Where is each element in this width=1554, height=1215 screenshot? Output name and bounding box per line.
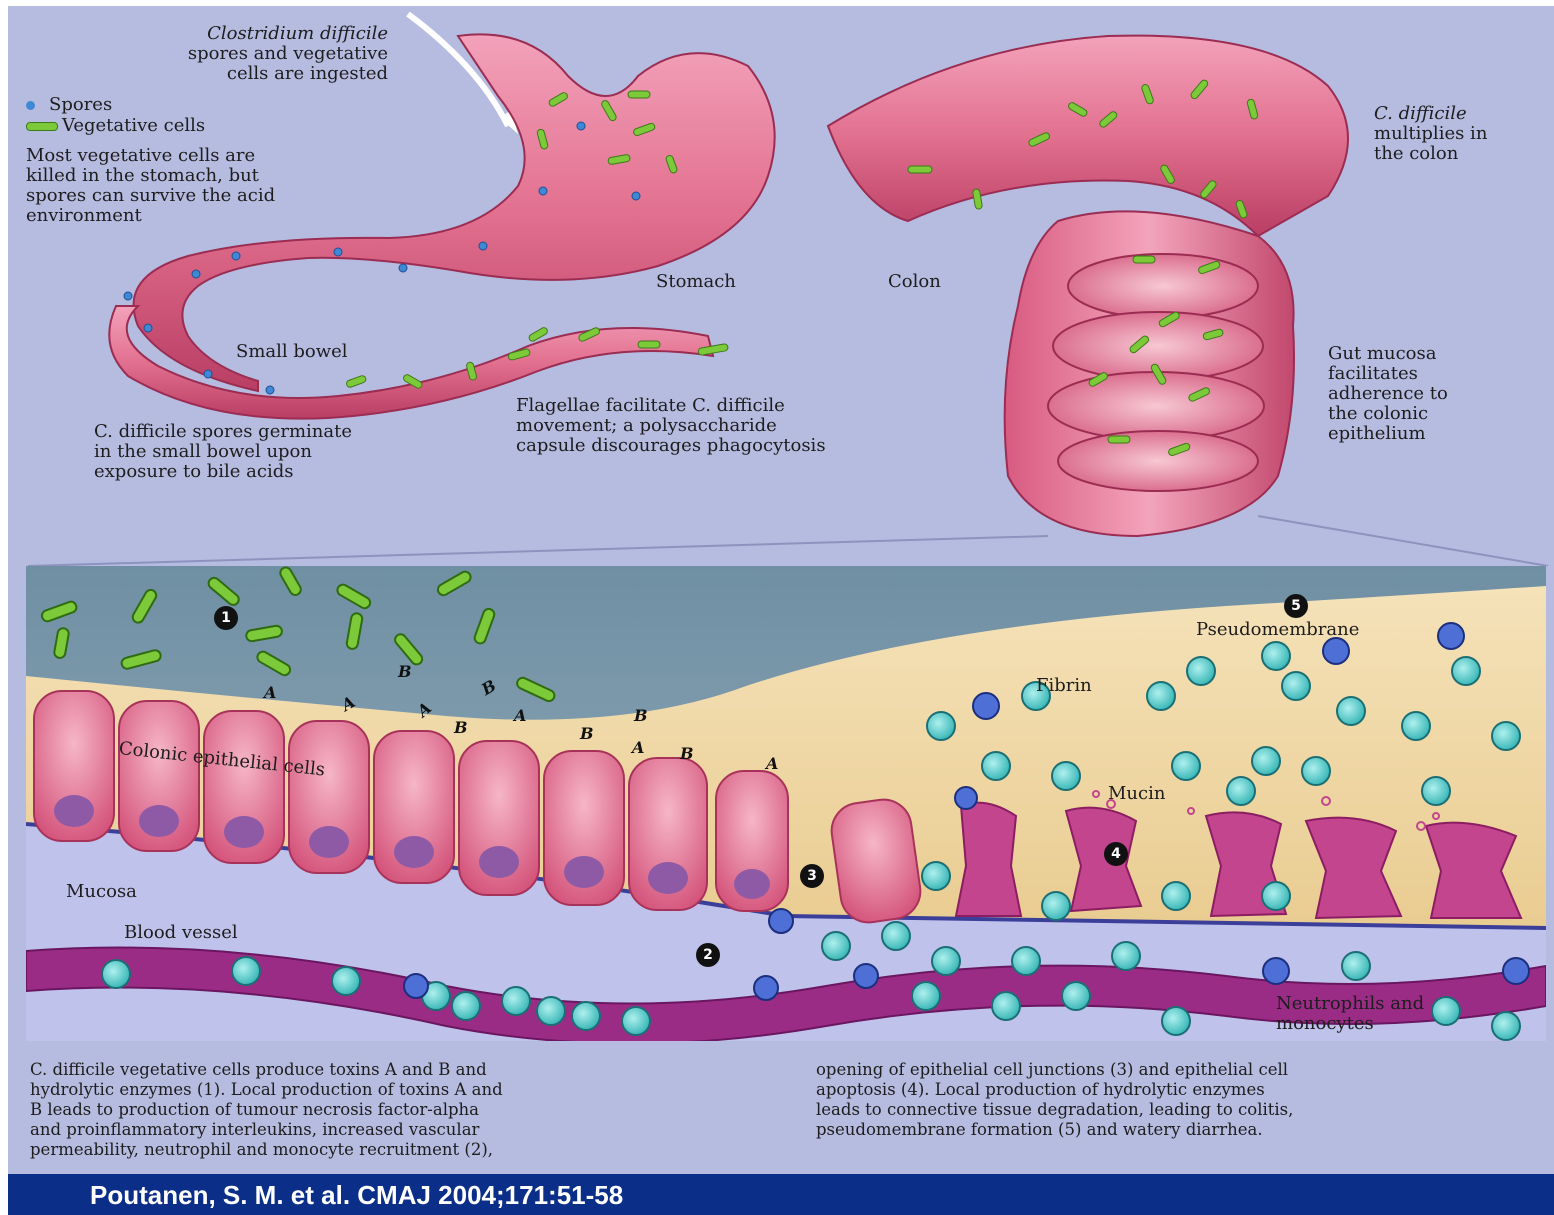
figure-frame: Clostridium difficile spores and vegetat… bbox=[8, 6, 1554, 1215]
mucosa-label: Mucosa bbox=[66, 882, 137, 902]
step-5-marker: 5 bbox=[1284, 594, 1308, 618]
fibrin-label: Fibrin bbox=[1036, 676, 1092, 696]
toxin-label: A bbox=[766, 754, 778, 773]
step-2-marker: 2 bbox=[696, 943, 720, 967]
step-4-marker: 4 bbox=[1104, 842, 1128, 866]
toxin-label: A bbox=[514, 706, 526, 725]
mucosa-note: Gut mucosa facilitates adherence to the … bbox=[1328, 344, 1528, 444]
step-3-marker: 3 bbox=[800, 864, 824, 888]
toxin-label: B bbox=[680, 744, 694, 763]
gi-tract-illustration bbox=[8, 6, 1554, 566]
small-bowel-label: Small bowel bbox=[236, 342, 348, 362]
caption-right: opening of epithelial cell junctions (3)… bbox=[816, 1060, 1546, 1140]
blood-vessel-label: Blood vessel bbox=[124, 923, 238, 943]
citation-text: Poutanen, S. M. et al. CMAJ 2004;171:51-… bbox=[90, 1180, 623, 1211]
toxin-label: A bbox=[632, 738, 644, 757]
toxin-label: A bbox=[264, 683, 276, 702]
germinate-label: C. difficile spores germinate in the sma… bbox=[94, 422, 474, 482]
toxin-label: B bbox=[580, 724, 594, 743]
vegetative-cell-icon bbox=[26, 122, 58, 131]
pseudomembrane-label: Pseudomembrane bbox=[1196, 620, 1359, 640]
stomach-note: Most vegetative cells are killed in the … bbox=[26, 146, 386, 226]
flagellae-label: Flagellae facilitate C. difficile moveme… bbox=[516, 396, 976, 456]
toxin-label: B bbox=[634, 706, 648, 725]
step-1-marker: 1 bbox=[214, 606, 238, 630]
ingest-label: Clostridium difficile spores and vegetat… bbox=[88, 24, 388, 84]
toxin-label: B bbox=[454, 718, 468, 737]
multiplies-label: C. difficile multiplies in the colon bbox=[1374, 104, 1554, 164]
colon-transverse bbox=[828, 36, 1348, 236]
spore-icon bbox=[26, 101, 35, 110]
citation-bar: Poutanen, S. M. et al. CMAJ 2004;171:51-… bbox=[8, 1174, 1554, 1215]
caption-left: C. difficile vegetative cells produce to… bbox=[30, 1060, 790, 1160]
neutrophils-label: Neutrophils and monocytes bbox=[1276, 994, 1486, 1034]
toxin-label: B bbox=[398, 662, 412, 681]
legend-vegetative: Vegetative cells bbox=[26, 116, 205, 136]
legend-spores: Spores bbox=[26, 95, 112, 115]
stomach-label: Stomach bbox=[656, 272, 736, 292]
colon-label: Colon bbox=[888, 272, 941, 292]
mucin-label: Mucin bbox=[1108, 784, 1165, 804]
